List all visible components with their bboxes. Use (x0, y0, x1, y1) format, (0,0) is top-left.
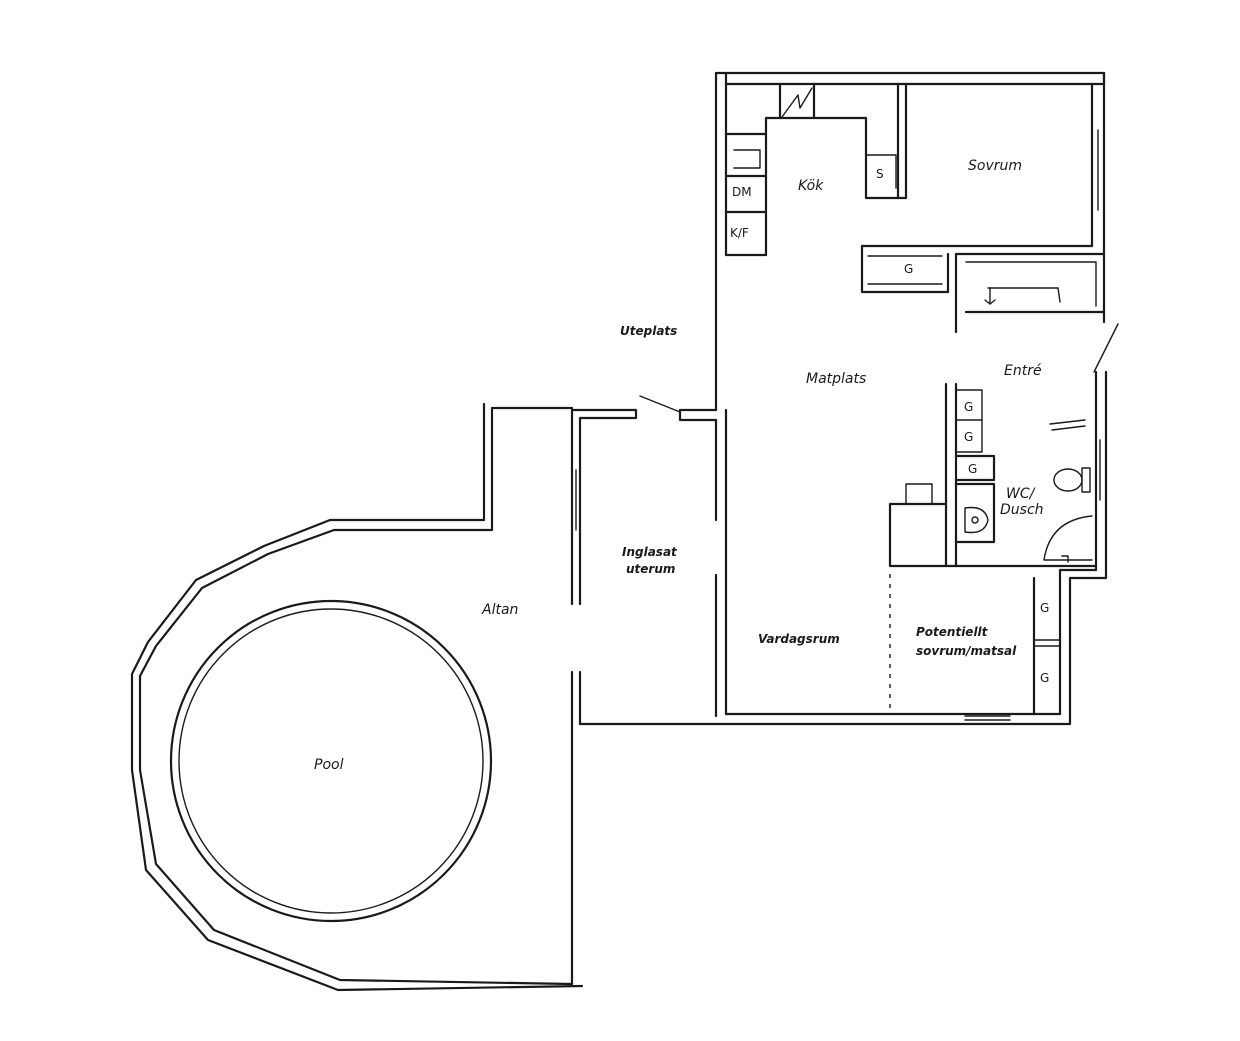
label-closet: G (968, 462, 977, 476)
label-closet: G (964, 400, 973, 414)
label-closet: G (1040, 671, 1049, 685)
wc-shower-walls (888, 323, 1119, 568)
label-closet: G (904, 262, 913, 276)
label-storage: S (876, 167, 884, 181)
label-bedroom: Sovrum (968, 158, 1022, 174)
pool (169, 599, 493, 923)
label-dining: Matplats (806, 371, 866, 387)
label-glazed-2: uterum (626, 562, 675, 576)
label-wc-2: Dusch (1000, 502, 1044, 518)
label-potential-2: sovrum/matsal (916, 644, 1017, 658)
label-potential-1: Potentiellt (916, 625, 989, 639)
closets-east (1032, 576, 1061, 716)
label-dishwasher: DM (732, 185, 752, 199)
label-wc-1: WC/ (1006, 486, 1036, 502)
fixture-labels: DM K/F S G G G G G G (730, 167, 1049, 685)
label-pool: Pool (314, 757, 344, 773)
sunroom-walls (570, 395, 718, 986)
label-glazed-1: Inglasat (622, 545, 678, 559)
label-closet: G (964, 430, 973, 444)
label-kitchen: Kök (798, 178, 824, 194)
label-patio: Uteplats (620, 324, 677, 338)
kitchen-counters (724, 82, 908, 257)
label-entrance: Entré (1004, 363, 1042, 379)
house-exterior-walls (578, 71, 1108, 726)
label-deck: Altan (481, 602, 518, 618)
bedroom-walls (860, 82, 1106, 334)
room-labels: Kök Sovrum Matplats Entré WC/ Dusch Utep… (314, 158, 1044, 773)
deck-outline (130, 402, 584, 992)
label-closet: G (1040, 601, 1049, 615)
label-living: Vardagsrum (758, 632, 840, 646)
label-fridge-freezer: K/F (730, 226, 749, 240)
